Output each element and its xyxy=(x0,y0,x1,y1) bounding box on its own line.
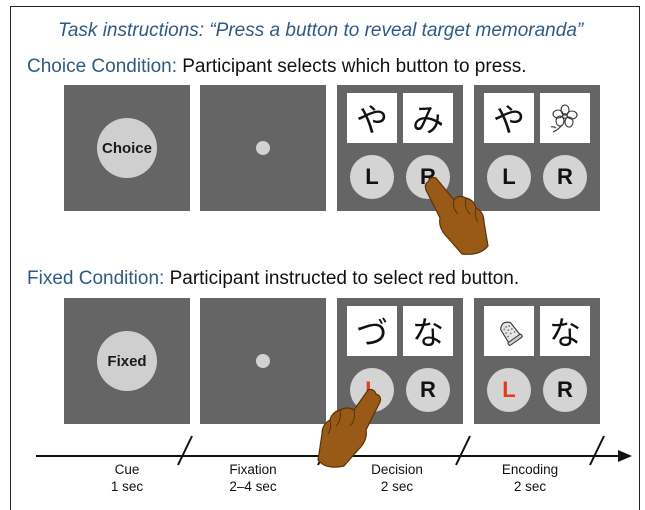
fixed-decision-panel: づ な L R xyxy=(337,298,463,424)
figure-frame xyxy=(10,6,640,510)
task-instructions: Task instructions: “Press a button to re… xyxy=(58,20,584,41)
choice-fixation-panel xyxy=(200,85,326,211)
fixed-decision-right-card: な xyxy=(403,306,453,356)
timeline-phase-decision: Decision 2 sec xyxy=(337,461,457,495)
thimble-icon xyxy=(500,321,523,346)
phase-duration: 2 sec xyxy=(513,479,547,494)
choice-cue-panel: Choice xyxy=(64,85,190,211)
timeline-separator xyxy=(455,435,471,466)
fixed-decision-left-card: づ xyxy=(347,306,397,356)
phase-name: Decision xyxy=(371,462,423,477)
fixation-dot xyxy=(256,141,270,155)
phase-duration: 2–4 sec xyxy=(229,479,277,494)
phase-name: Cue xyxy=(114,462,140,477)
timeline-phase-fixation: Fixation 2–4 sec xyxy=(193,461,313,495)
pointing-hand-icon xyxy=(424,176,489,255)
fixed-encoding-panel: な L R xyxy=(474,298,600,424)
choice-encoding-panel: や L R xyxy=(474,85,600,211)
fixed-cue-circle: Fixed xyxy=(97,331,157,391)
fixed-decision-right-button[interactable]: R xyxy=(406,368,450,412)
phase-name: Fixation xyxy=(229,462,277,477)
choice-encoding-right-button[interactable]: R xyxy=(543,155,587,199)
fixed-encoding-right-button[interactable]: R xyxy=(543,368,587,412)
fixed-condition-name: Fixed Condition: xyxy=(27,268,165,289)
phase-name: Encoding xyxy=(501,462,559,477)
fixed-fixation-panel xyxy=(200,298,326,424)
choice-decision-left-button[interactable]: L xyxy=(350,155,394,199)
fixed-encoding-left-card xyxy=(484,306,534,356)
timeline-phase-encoding: Encoding 2 sec xyxy=(470,461,590,495)
choice-encoding-left-card: や xyxy=(484,93,534,143)
red-button-label: L xyxy=(502,377,516,402)
phase-duration: 1 sec xyxy=(110,479,144,494)
timeline-phase-cue: Cue 1 sec xyxy=(67,461,187,495)
choice-decision-left-card: や xyxy=(347,93,397,143)
timeline-separator xyxy=(177,435,193,466)
phase-duration: 2 sec xyxy=(380,479,414,494)
fixation-dot xyxy=(256,354,270,368)
fixed-cue-panel: Fixed xyxy=(64,298,190,424)
fixed-condition-heading: Fixed Condition: Participant instructed … xyxy=(27,268,519,290)
choice-encoding-right-card xyxy=(540,93,590,143)
choice-condition-name: Choice Condition: xyxy=(27,56,177,77)
choice-condition-description: Participant selects which button to pres… xyxy=(176,56,527,77)
pointing-hand-icon xyxy=(317,388,382,468)
flower-icon xyxy=(550,104,578,133)
choice-cue-circle: Choice xyxy=(97,118,157,178)
timeline-separator xyxy=(589,435,605,466)
choice-encoding-left-button[interactable]: L xyxy=(487,155,531,199)
choice-condition-heading: Choice Condition: Participant selects wh… xyxy=(27,56,527,78)
fixed-encoding-right-card: な xyxy=(540,306,590,356)
choice-decision-right-card: み xyxy=(403,93,453,143)
fixed-condition-description: Participant instructed to select red but… xyxy=(164,268,520,289)
fixed-encoding-left-button[interactable]: L xyxy=(487,368,531,412)
